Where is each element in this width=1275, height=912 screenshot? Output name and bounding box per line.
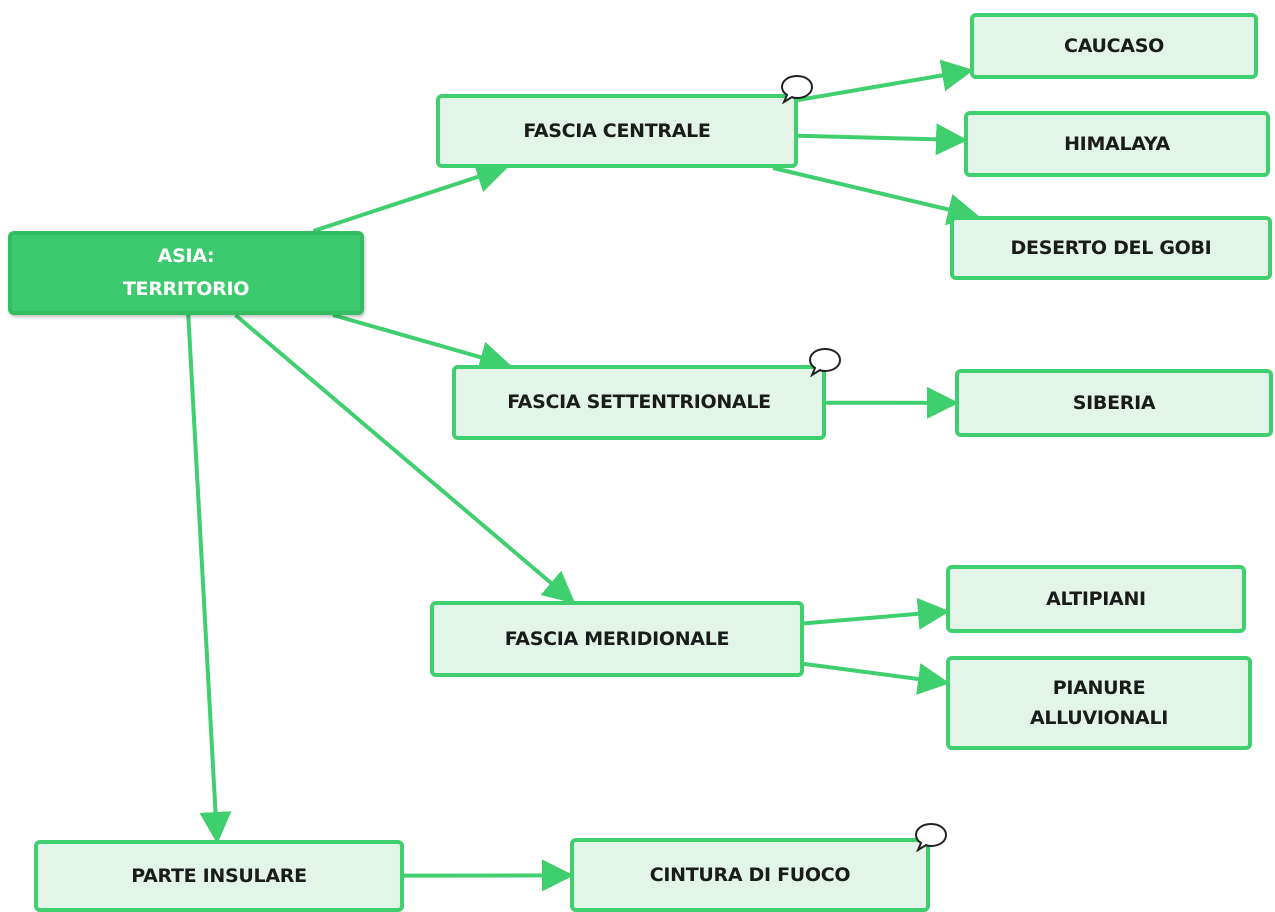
comment-icon[interactable]	[808, 347, 842, 377]
node-cintura-di-fuoco[interactable]: CINTURA DI FUOCO	[570, 838, 930, 912]
connector-root-to-fascia-centrale	[313, 168, 504, 231]
node-fascia-meridionale[interactable]: FASCIA MERIDIONALE	[430, 601, 804, 677]
connector-fascia-meridionale-to-pianure-alluvionali	[804, 664, 946, 683]
connector-fascia-centrale-to-caucaso	[798, 71, 970, 100]
connector-fascia-centrale-to-himalaya	[798, 136, 964, 140]
node-himalaya[interactable]: HIMALAYA	[964, 111, 1270, 177]
connector-root-to-parte-insulare	[188, 315, 217, 840]
node-fascia-settentrionale[interactable]: FASCIA SETTENTRIONALE	[452, 365, 826, 440]
node-deserto-del-gobi[interactable]: DESERTO DEL GOBI	[950, 216, 1272, 280]
comment-icon[interactable]	[780, 74, 814, 104]
node-altipiani[interactable]: ALTIPIANI	[946, 565, 1246, 633]
node-parte-insulare[interactable]: PARTE INSULARE	[34, 840, 404, 912]
node-fascia-centrale[interactable]: FASCIA CENTRALE	[436, 94, 798, 168]
connector-root-to-fascia-meridionale	[235, 315, 572, 601]
node-siberia[interactable]: SIBERIA	[955, 369, 1273, 437]
connector-root-to-fascia-settentrionale	[333, 315, 508, 365]
comment-icon[interactable]	[914, 822, 948, 852]
connector-fascia-centrale-to-deserto-gobi	[773, 168, 976, 216]
node-asia-territorio[interactable]: ASIA: TERRITORIO	[8, 231, 364, 315]
connector-fascia-meridionale-to-altipiani	[804, 612, 946, 624]
node-caucaso[interactable]: CAUCASO	[970, 13, 1258, 79]
node-pianure-alluvionali[interactable]: PIANURE ALLUVIONALI	[946, 656, 1252, 750]
